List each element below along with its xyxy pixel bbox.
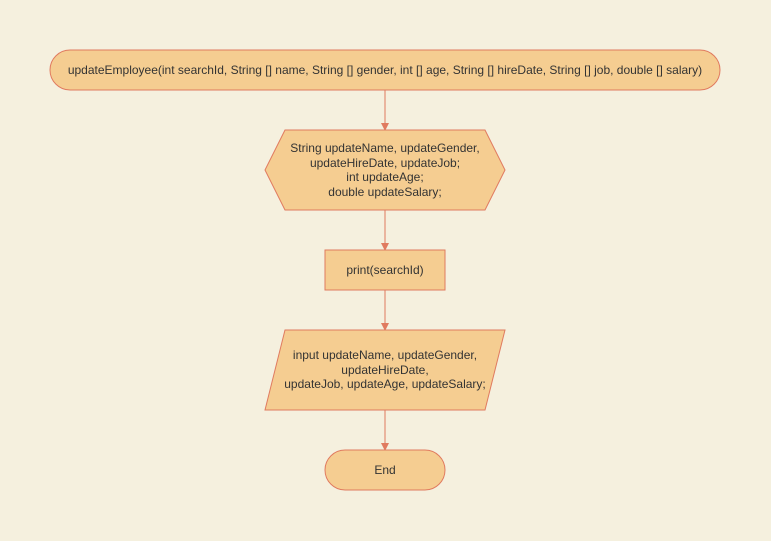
node-start-terminator-shape xyxy=(49,49,721,91)
node-end-terminator-shape xyxy=(324,449,446,491)
node-input-input-output-shape xyxy=(264,329,506,411)
node-declare-hexagon-shape xyxy=(264,129,506,211)
node-print-process-shape xyxy=(324,249,446,291)
